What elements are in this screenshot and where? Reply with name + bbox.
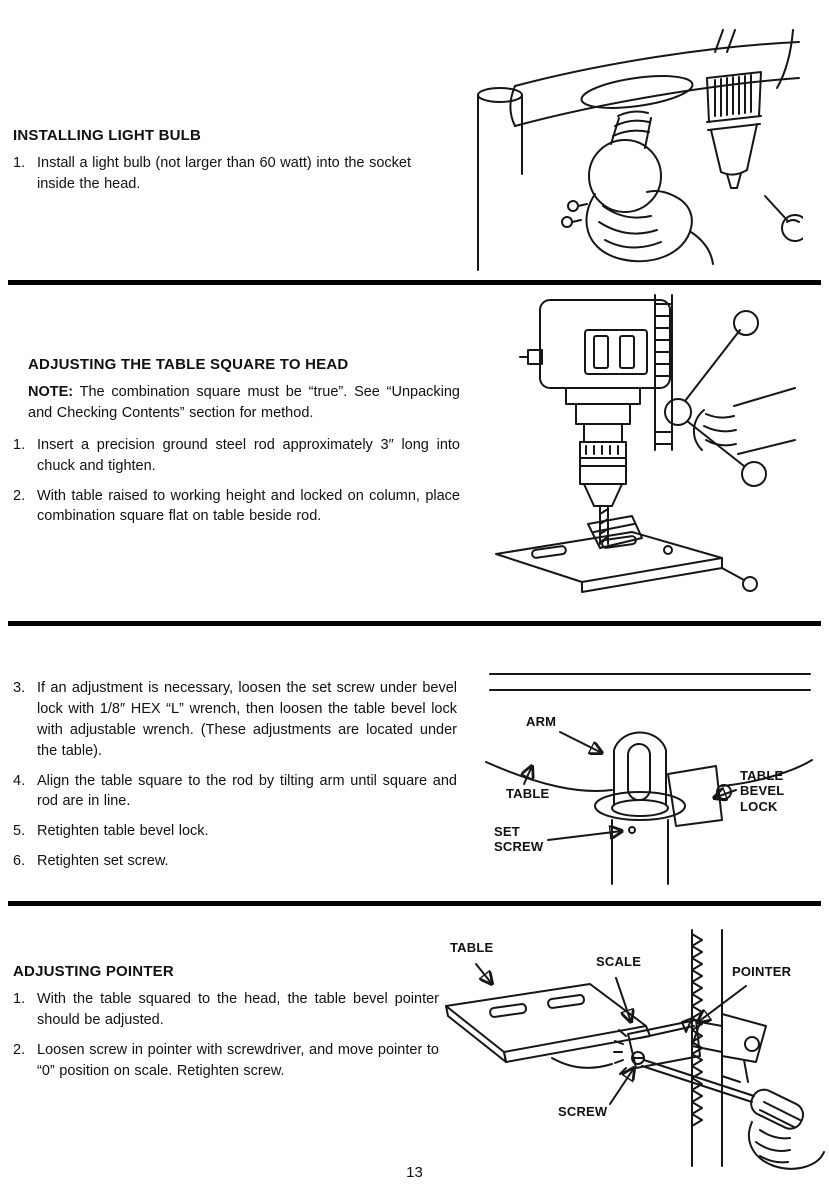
step: 6. Retighten set screw.: [13, 851, 457, 872]
step-number: 1.: [13, 155, 26, 171]
callout-scale: SCALE: [596, 954, 642, 969]
section-adjusting-pointer: ADJUSTING POINTER 1. With the table squa…: [13, 963, 439, 1091]
step-text: Retighten table bevel lock.: [37, 823, 209, 840]
callout-table: TABLE: [450, 940, 494, 955]
step-text: With table raised to working height and …: [37, 487, 460, 525]
section-divider: [8, 621, 821, 626]
bevel-lock-drawing: [485, 673, 813, 885]
step-number: 1.: [13, 991, 26, 1007]
step-number: 3.: [13, 680, 26, 696]
light-bulb-drawing: [477, 29, 803, 271]
callout-arm: ARM: [526, 714, 557, 729]
drill-press-illustration: [482, 292, 797, 618]
step-text: Insert a precision ground steel rod appr…: [37, 436, 460, 474]
step-text: With the table squared to the head, the …: [37, 991, 439, 1028]
step: 4. Align the table square to the rod by …: [13, 771, 457, 813]
note: NOTE: The combination square must be “tr…: [13, 382, 460, 424]
step-number: 2.: [13, 487, 26, 504]
page-number: 13: [406, 1164, 423, 1181]
step: 1. Install a light bulb (not larger than…: [13, 153, 411, 195]
bevel-lock-illustration: ARM TABLE SET SCREW TABLE BEVEL LOCK: [470, 658, 822, 886]
step-number: 5.: [13, 823, 26, 840]
section-table-square: ADJUSTING THE TABLE SQUARE TO HEAD NOTE:…: [13, 356, 460, 536]
callout-pointer: POINTER: [732, 964, 792, 979]
section-divider: [8, 901, 821, 906]
section-title: ADJUSTING POINTER: [13, 963, 174, 980]
pointer-scale-drawing: [445, 929, 825, 1170]
step-number: 1.: [13, 436, 26, 453]
section-installing-light-bulb: INSTALLING LIGHT BULB 1. Install a light…: [13, 127, 411, 204]
step-text: Align the table square to the rod by til…: [37, 772, 457, 810]
step-text: If an adjustment is necessary, loosen th…: [37, 680, 457, 759]
step-number: 2.: [13, 1041, 26, 1058]
light-bulb-illustration: [455, 26, 803, 274]
callout-table: TABLE: [506, 786, 550, 801]
step-text: Loosen screw in pointer with screwdriver…: [37, 1041, 439, 1079]
note-text: The combination square must be “true”. S…: [28, 384, 460, 421]
section-title: INSTALLING LIGHT BULB: [13, 127, 202, 144]
section-title: ADJUSTING THE TABLE SQUARE TO HEAD: [28, 356, 349, 373]
section-divider: [8, 280, 821, 285]
step: 1. With the table squared to the head, t…: [13, 989, 439, 1031]
callout-set-screw: SET SCREW: [494, 824, 544, 855]
step: 5. Retighten table bevel lock.: [13, 821, 457, 842]
pointer-scale-illustration: TABLE SCALE POINTER SCREW: [430, 926, 826, 1170]
callout-table-bevel-lock: TABLE BEVEL LOCK: [740, 768, 785, 814]
step: 3. If an adjustment is necessary, loosen…: [13, 678, 457, 762]
note-label: NOTE:: [28, 384, 74, 400]
step-text: Retighten set screw.: [37, 853, 169, 870]
callout-screw: SCREW: [558, 1104, 608, 1119]
step: 1. Insert a precision ground steel rod a…: [13, 435, 460, 477]
step-number: 6.: [13, 853, 26, 870]
drill-press-drawing: [495, 294, 796, 593]
step: 2. With table raised to working height a…: [13, 486, 460, 528]
section-bevel-adjustment: 3. If an adjustment is necessary, loosen…: [13, 678, 457, 881]
step-number: 4.: [13, 772, 26, 789]
step-text: Install a light bulb (not larger than 60…: [37, 155, 411, 192]
step: 2. Loosen screw in pointer with screwdri…: [13, 1040, 439, 1082]
